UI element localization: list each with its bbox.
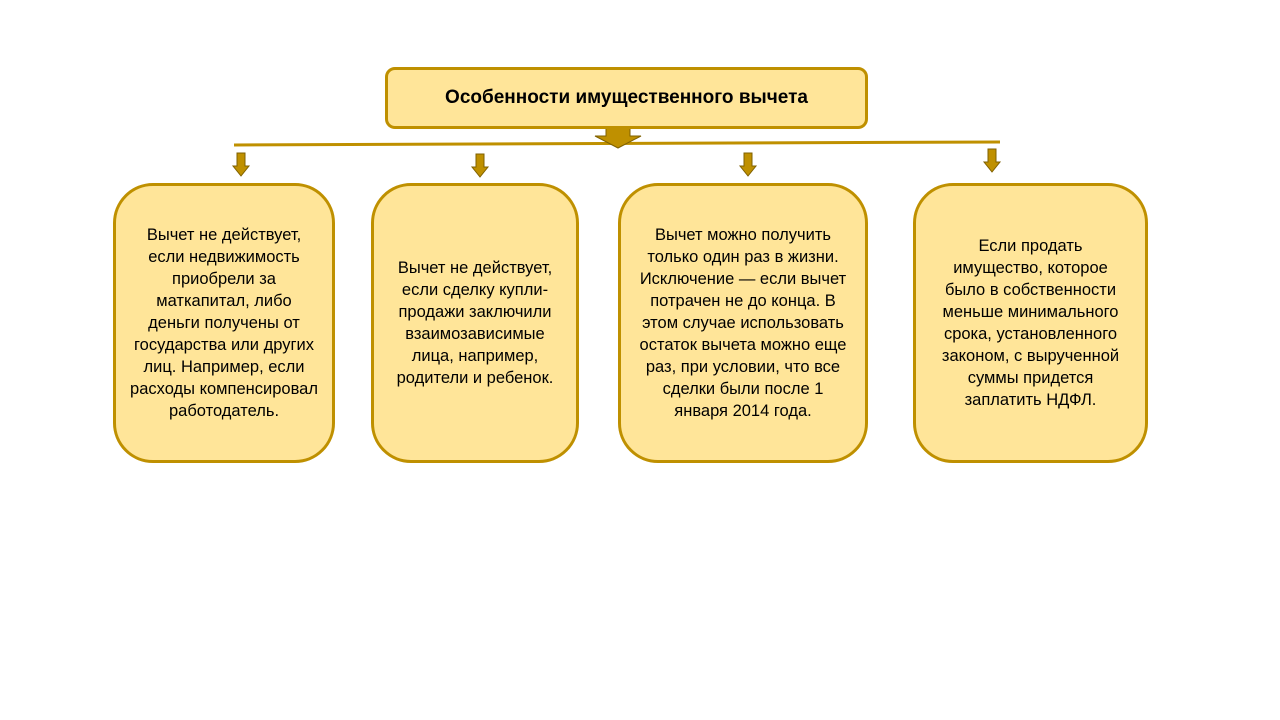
down-arrow-icon: [738, 152, 758, 177]
diagram-title-box: Особенности имущественного вычета: [385, 67, 868, 129]
card-text: Если продать имущество, которое было в с…: [941, 237, 1120, 409]
card-text: Вычет не действует, если недвижимость пр…: [130, 226, 318, 420]
card-text: Вычет можно получить только один раз в ж…: [639, 226, 847, 420]
card-matcapital: Вычет не действует, если недвижимость пр…: [113, 183, 335, 463]
card-ndfl: Если продать имущество, которое было в с…: [913, 183, 1148, 463]
down-arrow-icon: [231, 152, 251, 177]
card-once-in-life: Вычет можно получить только один раз в ж…: [618, 183, 868, 463]
down-arrow-icon: [982, 148, 1002, 173]
card-text: Вычет не действует, если сделку купли-пр…: [396, 259, 554, 387]
diagram-title: Особенности имущественного вычета: [445, 87, 808, 108]
down-arrow-icon: [470, 153, 490, 178]
card-related-parties: Вычет не действует, если сделку купли-пр…: [371, 183, 579, 463]
